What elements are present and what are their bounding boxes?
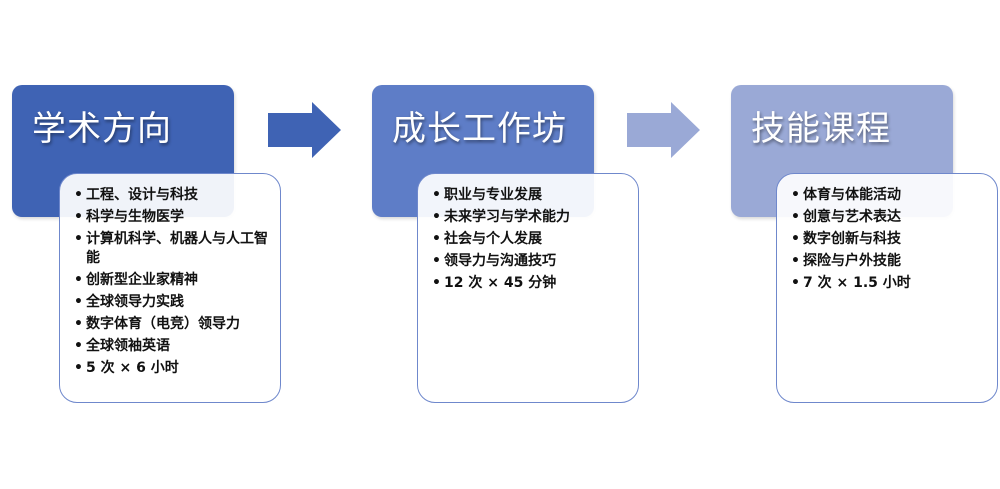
list-item: •12 次 × 45 分钟 (432, 275, 557, 291)
list-item: •体育与体能活动 (791, 187, 901, 203)
list-item: •创意与艺术表达 (791, 209, 901, 225)
list-item-text: 科学与生物医学 (86, 209, 184, 225)
header-title-skills: 技能课程 (751, 109, 891, 149)
list-item-text: 创新型企业家精神 (86, 272, 198, 288)
list-item-text: 职业与专业发展 (444, 187, 542, 203)
list-item: •数字体育（电竞）领导力 (74, 316, 240, 332)
list-box-academic: •工程、设计与科技 •科学与生物医学 •计算机科学、机器人与人工智能 •创新型企… (59, 173, 281, 403)
list-item: •5 次 × 6 小时 (74, 360, 179, 376)
list-item: •数字创新与科技 (791, 231, 901, 247)
list-item-text: 体育与体能活动 (803, 187, 901, 203)
list-item: •7 次 × 1.5 小时 (791, 275, 911, 291)
list-item: •计算机科学、机器人与人工智能 (74, 231, 268, 266)
list-item-text: 12 次 × 45 分钟 (444, 275, 557, 291)
item-list-skills: •体育与体能活动 •创意与艺术表达 •数字创新与科技 •探险与户外技能 •7 次… (791, 186, 987, 293)
list-box-workshop: •职业与专业发展 •未来学习与学术能力 •社会与个人发展 •领导力与沟通技巧 •… (417, 173, 639, 403)
header-title-workshop: 成长工作坊 (392, 109, 567, 149)
list-item-text: 全球领袖英语 (86, 338, 170, 354)
list-item: •社会与个人发展 (432, 231, 542, 247)
list-item: •工程、设计与科技 (74, 187, 198, 203)
list-item-text: 计算机科学、机器人与人工智能 (86, 231, 268, 266)
list-item: •全球领袖英语 (74, 338, 170, 354)
right-arrow-icon (268, 102, 341, 158)
right-arrow-icon (627, 102, 700, 158)
item-list-academic: •工程、设计与科技 •科学与生物医学 •计算机科学、机器人与人工智能 •创新型企… (74, 186, 270, 378)
list-item: •未来学习与学术能力 (432, 209, 570, 225)
list-item-text: 未来学习与学术能力 (444, 209, 570, 225)
list-item-text: 数字体育（电竞）领导力 (86, 316, 240, 332)
list-item: •全球领导力实践 (74, 294, 184, 310)
arrow-1-shape (268, 102, 341, 158)
list-item-text: 创意与艺术表达 (803, 209, 901, 225)
list-item: •探险与户外技能 (791, 253, 901, 269)
list-item-text: 社会与个人发展 (444, 231, 542, 247)
list-box-skills: •体育与体能活动 •创意与艺术表达 •数字创新与科技 •探险与户外技能 •7 次… (776, 173, 998, 403)
header-title-academic: 学术方向 (32, 109, 172, 149)
list-item-text: 探险与户外技能 (803, 253, 901, 269)
list-item: •创新型企业家精神 (74, 272, 198, 288)
list-item: •科学与生物医学 (74, 209, 184, 225)
arrow-2-shape (627, 102, 700, 158)
item-list-workshop: •职业与专业发展 •未来学习与学术能力 •社会与个人发展 •领导力与沟通技巧 •… (432, 186, 628, 293)
list-item-text: 领导力与沟通技巧 (444, 253, 556, 269)
list-item-text: 工程、设计与科技 (86, 187, 198, 203)
list-item-text: 5 次 × 6 小时 (86, 360, 179, 376)
list-item: •领导力与沟通技巧 (432, 253, 556, 269)
list-item-text: 数字创新与科技 (803, 231, 901, 247)
list-item: •职业与专业发展 (432, 187, 542, 203)
list-item-text: 全球领导力实践 (86, 294, 184, 310)
list-item-text: 7 次 × 1.5 小时 (803, 275, 911, 291)
